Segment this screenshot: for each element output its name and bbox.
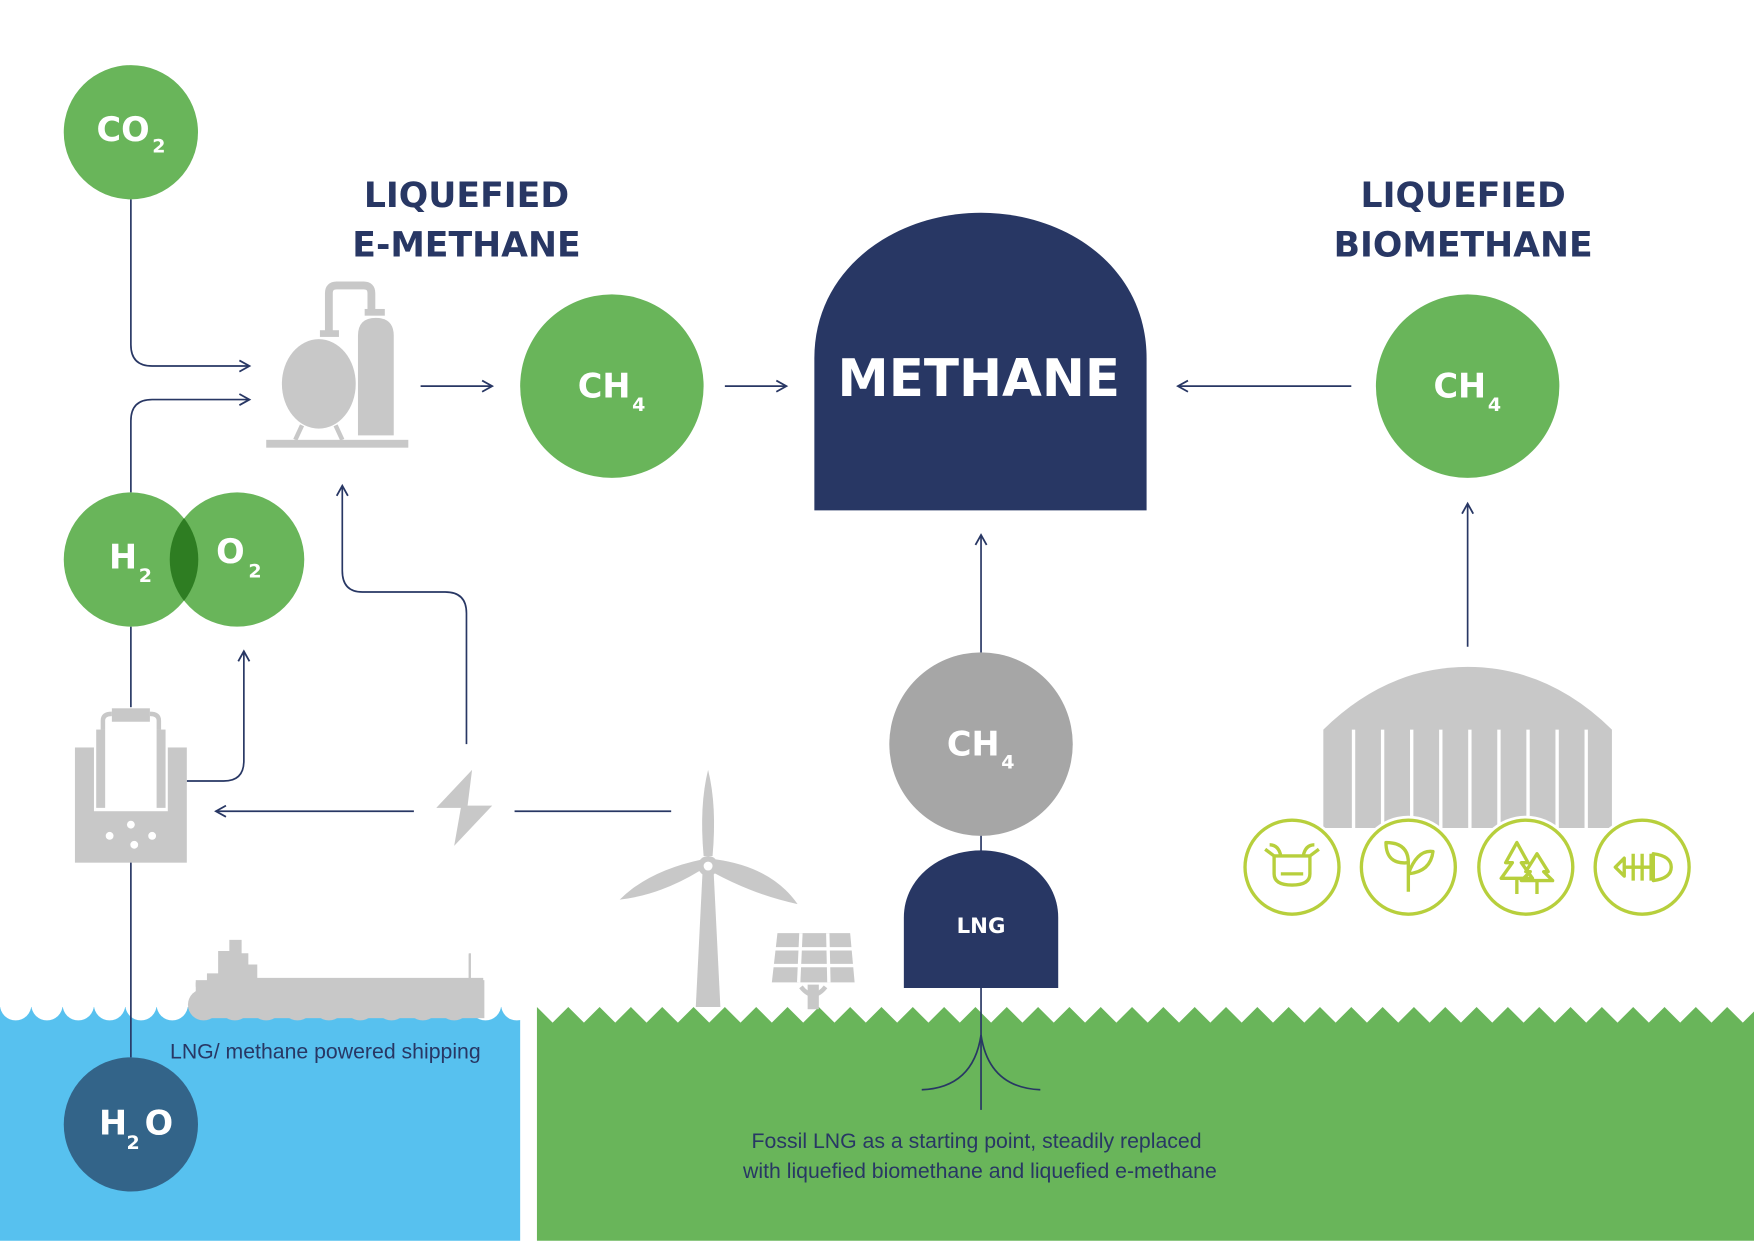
emethane-title-line2: E-METHANE xyxy=(352,225,580,265)
wave xyxy=(0,989,32,1021)
svg-text:H: H xyxy=(99,1104,127,1143)
svg-text:2: 2 xyxy=(248,560,261,582)
methane-label: METHANE xyxy=(838,349,1120,409)
ch4-fossil: CH 4 xyxy=(889,652,1073,836)
ch4-emethane: CH 4 xyxy=(520,294,704,478)
fossil-caption-line2: with liquefied biomethane and liquefied … xyxy=(742,1159,1217,1183)
root-left xyxy=(921,1034,982,1091)
biogas-digester-icon xyxy=(1323,666,1612,829)
h2-o2-molecules: H 2 O 2 xyxy=(63,492,305,627)
fish-icon xyxy=(1590,815,1694,919)
flow-lines xyxy=(130,199,1475,1110)
root-right xyxy=(980,1034,1041,1091)
forest-icon xyxy=(1474,815,1578,919)
o2-label: O xyxy=(216,532,245,571)
wave xyxy=(93,989,126,1021)
shipping-caption: LNG/ methane powered shipping xyxy=(170,1039,481,1063)
co2-to-reactor-arrow xyxy=(130,199,252,373)
fossil-caption-line1: Fossil LNG as a starting point, steadily… xyxy=(752,1129,1202,1153)
svg-text:2: 2 xyxy=(139,565,152,587)
cow-icon xyxy=(1240,815,1344,919)
svg-text:4: 4 xyxy=(1001,752,1014,774)
biomethane-title-line1: LIQUEFIED xyxy=(1361,176,1566,216)
co2-label: CO xyxy=(96,110,149,149)
biomethane-title-line2: BIOMETHANE xyxy=(1334,225,1593,265)
svg-text:4: 4 xyxy=(1488,394,1501,416)
methanation-plant-icon xyxy=(266,281,409,448)
lng-label: LNG xyxy=(957,914,1006,939)
wave xyxy=(125,989,157,1021)
ship-icon xyxy=(195,939,485,1019)
power-to-reactor-arrow xyxy=(335,483,468,745)
co2-molecule: CO 2 xyxy=(63,65,198,200)
feedstock-icons xyxy=(1240,815,1694,919)
svg-text:CH: CH xyxy=(1433,366,1486,405)
wave xyxy=(156,989,188,1021)
electricity-icon xyxy=(436,769,493,846)
svg-text:2: 2 xyxy=(126,1132,139,1154)
h2o-molecule: H 2 O xyxy=(63,1057,198,1192)
wave xyxy=(31,989,63,1021)
svg-text:CH: CH xyxy=(578,366,631,405)
svg-text:4: 4 xyxy=(632,394,645,416)
electrolyzer-to-o2-arrow xyxy=(186,649,251,782)
svg-text:O: O xyxy=(145,1104,174,1143)
ch4-biomethane: CH 4 xyxy=(1375,294,1560,478)
h2-to-reactor-arrow xyxy=(130,393,252,493)
emethane-title-line1: LIQUEFIED xyxy=(364,176,569,216)
grass-area xyxy=(536,1006,1754,1241)
h2-label: H xyxy=(109,537,137,576)
solar-panel-icon xyxy=(771,933,855,1010)
wave xyxy=(62,989,94,1021)
svg-text:CH: CH xyxy=(947,724,1000,763)
svg-text:2: 2 xyxy=(152,135,165,157)
wave xyxy=(501,989,533,1021)
lng-tank: LNG xyxy=(903,850,1059,988)
plant-icon xyxy=(1356,815,1460,919)
electrolyzer-icon xyxy=(74,708,187,863)
methane-tank: METHANE xyxy=(814,212,1147,511)
wind-turbine-icon xyxy=(619,769,798,1007)
